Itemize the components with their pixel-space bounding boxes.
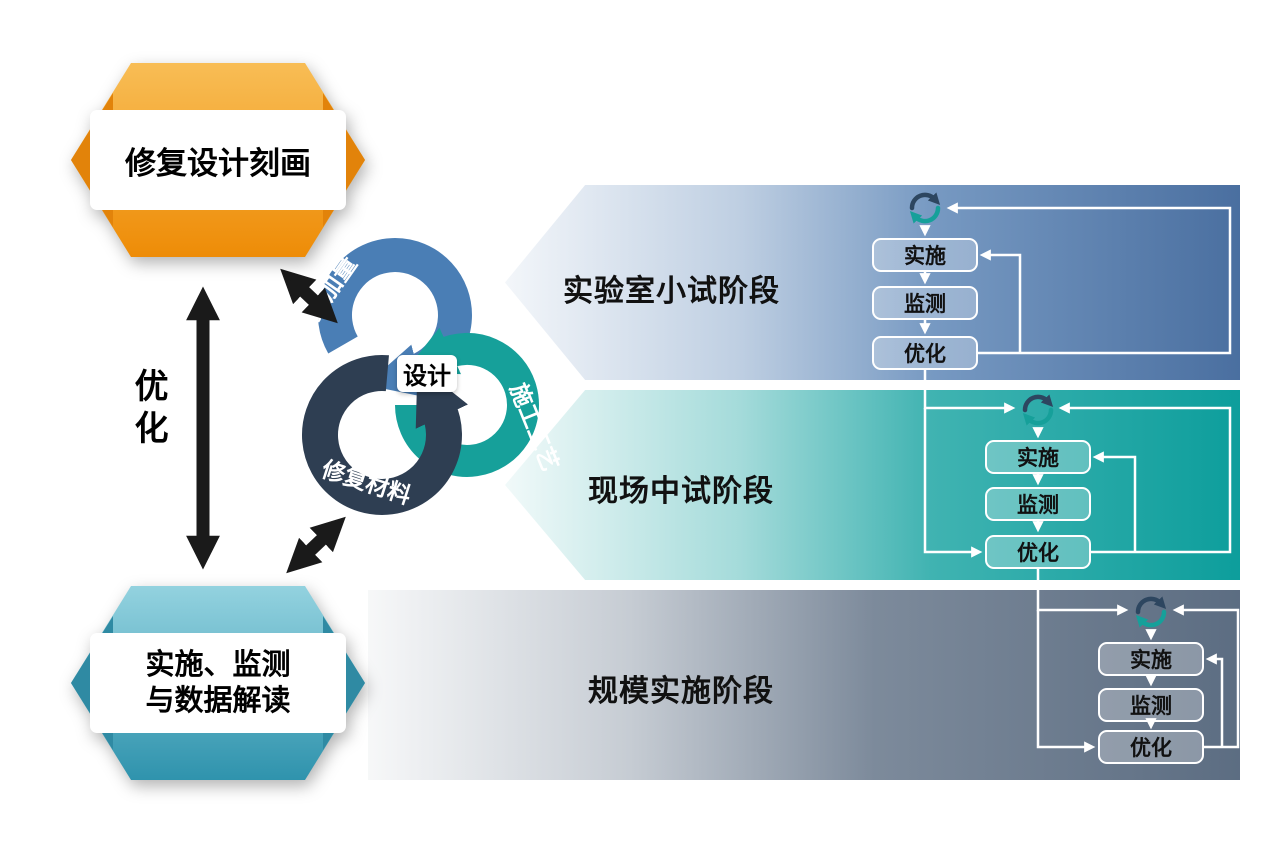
design-center-box: 设计 — [397, 355, 457, 392]
step-box-implement: 实施 — [872, 238, 978, 272]
optimize-side-label: 优化 — [129, 368, 167, 452]
step-box-implement: 实施 — [1098, 642, 1204, 676]
implementation-monitoring-hexagon — [71, 586, 365, 780]
cycle-icon — [1135, 596, 1167, 628]
stage-label-field: 现场中试阶段 — [588, 475, 774, 508]
step-box-implement: 实施 — [985, 440, 1091, 474]
step-box-monitor: 监测 — [985, 487, 1091, 521]
stage-label-scale: 规模实施阶段 — [588, 675, 774, 708]
step-box-optimize: 优化 — [872, 336, 978, 370]
step-box-monitor: 监测 — [872, 286, 978, 320]
step-box-optimize: 优化 — [985, 535, 1091, 569]
bottom-box-label-line1: 实施、监测 — [145, 648, 291, 681]
step-box-monitor: 监测 — [1098, 688, 1204, 722]
stage-label-lab: 实验室小试阶段 — [563, 275, 780, 308]
top-box-label: 修复设计刻画 — [125, 145, 311, 181]
cycle-icon — [1022, 394, 1054, 426]
design-characterization-hexagon — [71, 63, 365, 257]
step-box-optimize: 优化 — [1098, 730, 1204, 764]
bottom-box-label-line2: 与数据解读 — [145, 685, 291, 717]
cycle-icon — [909, 192, 941, 224]
material-ring-arrow — [302, 354, 468, 515]
bottom-box-label: 实施、监测 与数据解读 — [90, 635, 346, 731]
